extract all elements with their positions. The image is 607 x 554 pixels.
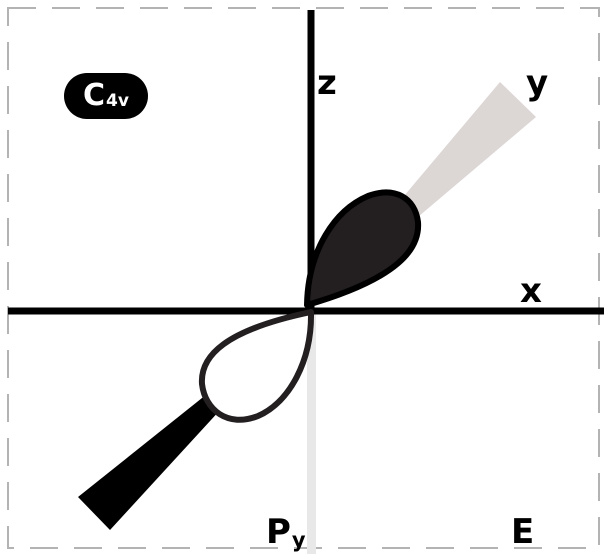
irrep-label: E — [511, 515, 534, 549]
orbital-name: P — [266, 512, 291, 552]
orbital-label: Py — [266, 515, 306, 549]
x-axis-label: x — [520, 274, 542, 308]
orbital-lobe-negative — [202, 312, 311, 420]
y-axis-label: y — [526, 66, 548, 100]
point-group-symbol: C — [83, 81, 105, 111]
orbital-lobe-positive — [307, 192, 418, 305]
z-axis-label: z — [317, 66, 337, 100]
orbital-subscript: y — [292, 528, 306, 552]
point-group-subscript: 4v — [106, 91, 129, 111]
